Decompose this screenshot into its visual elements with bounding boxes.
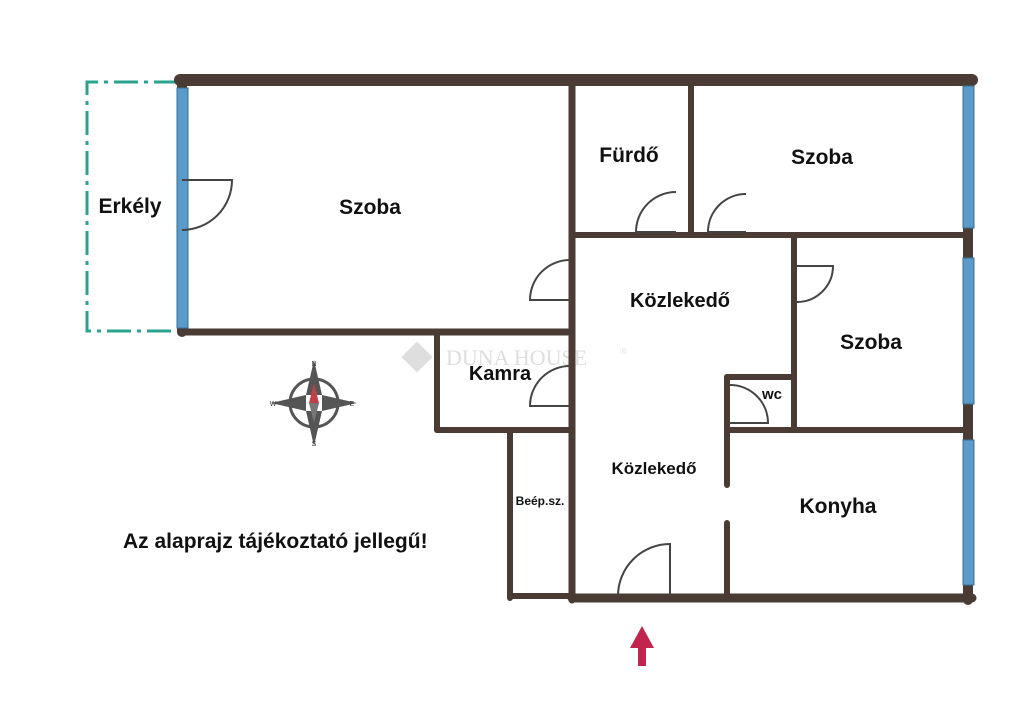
label-balcony: Erkély	[98, 195, 161, 218]
window-main-room	[176, 87, 189, 329]
label-corridor-lower: Közlekedő	[611, 459, 696, 478]
watermark-mark: ®	[620, 346, 627, 356]
door-bathroom	[634, 191, 677, 233]
label-kitchen: Konyha	[799, 495, 876, 518]
doors	[181, 179, 835, 597]
label-room-main: Szoba	[339, 196, 401, 219]
label-room-top-right: Szoba	[791, 146, 853, 169]
disclaimer-note: Az alaprajz tájékoztató jellegű!	[123, 530, 428, 553]
compass-s: S	[312, 441, 317, 448]
window-kitchen	[962, 439, 975, 586]
label-bathroom: Fürdő	[599, 144, 658, 167]
label-room-right: Szoba	[840, 331, 902, 354]
window-top-right-room	[962, 85, 975, 229]
windows	[176, 85, 975, 586]
door-right-room	[796, 265, 835, 303]
balcony-outline	[85, 80, 178, 333]
door-entrance	[617, 542, 671, 597]
label-pantry: Kamra	[469, 363, 532, 385]
arrow-up-icon	[630, 626, 654, 666]
compass-e: E	[350, 401, 355, 408]
label-corridor-upper: Közlekedő	[630, 290, 730, 312]
door-pantry	[528, 365, 571, 407]
window-right-room	[962, 257, 975, 405]
compass-w: W	[270, 401, 277, 408]
door-main-room	[528, 259, 571, 301]
compass-n: N	[311, 361, 316, 368]
door-balcony	[181, 179, 234, 231]
label-wc: wc	[761, 386, 782, 403]
door-top-right-room	[706, 193, 747, 233]
label-builtin: Beép.sz.	[516, 494, 565, 508]
compass: N E S W	[270, 360, 357, 448]
door-wc	[729, 384, 770, 424]
